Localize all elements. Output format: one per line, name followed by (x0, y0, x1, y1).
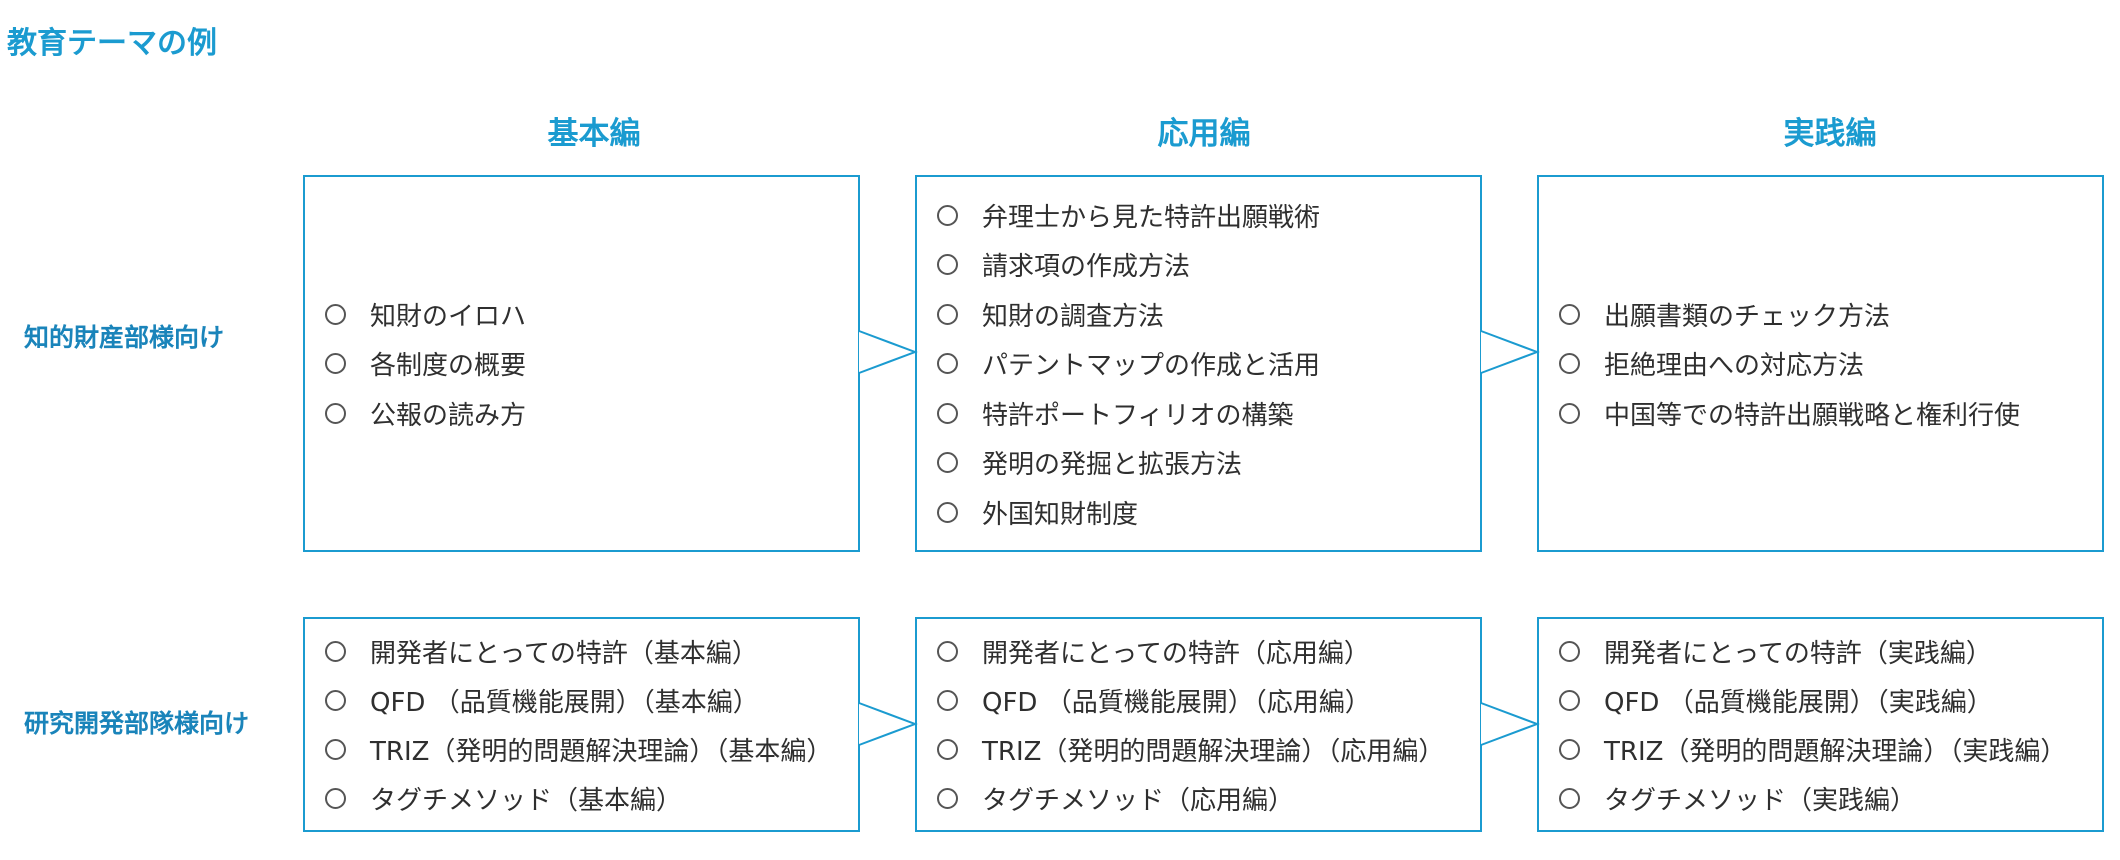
list-item-label: 請求項の作成方法 (982, 252, 1191, 282)
arrow-ip-basic-to-applied (858, 330, 918, 374)
box-rd-applied: 開発者にとっての特許（応用編） QFD （品質機能展開）（応用編） TRIZ（発明的… (915, 617, 1482, 832)
list-item-label: QFD （品質機能展開）（基本編） (370, 687, 759, 718)
list-item-label: 拒絶理由への対応方法 (1604, 351, 1865, 381)
list-item: 知財のイロハ (325, 289, 858, 339)
list-item: 中国等での特許出願戦略と権利行使 (1559, 388, 2102, 438)
box-rd-basic: 開発者にとっての特許（基本編） QFD （品質機能展開）（基本編） TRIZ（発明的… (303, 617, 860, 832)
column-header-basic: 基本編 (547, 116, 641, 152)
list-item: TRIZ（発明的問題解決理論）（応用編） (937, 725, 1480, 774)
box-ip-applied: 弁理士から見た特許出願戦術請求項の作成方法知財の調査方法パテントマップの作成と活… (915, 175, 1482, 552)
list-item-label: 外国知財制度 (982, 499, 1139, 530)
circle-bullet-icon (937, 738, 958, 760)
circle-bullet-icon (325, 689, 346, 711)
list-item-label: QFD （品質機能展開）（実践編） (1604, 687, 1993, 718)
list-item: 拒絶理由への対応方法 (1559, 339, 2102, 389)
list-item: TRIZ（発明的問題解決理論）（基本編） (325, 725, 858, 774)
arrow-rd-applied-to-practical (1480, 702, 1540, 746)
circle-bullet-icon (937, 303, 958, 325)
circle-bullet-icon (937, 204, 958, 226)
list-item: QFD （品質機能展開）（実践編） (1559, 676, 2102, 725)
diagram-title: 教育テーマの例 (7, 26, 217, 61)
list-item: パテントマップの作成と活用 (937, 339, 1480, 389)
circle-bullet-icon (937, 689, 958, 711)
circle-bullet-icon (937, 787, 958, 809)
list-item: タグチメソッド（応用編） (937, 774, 1480, 823)
list-item-label: タグチメソッド（実践編） (1604, 785, 1917, 816)
list-item-label: 中国等での特許出願戦略と権利行使 (1604, 400, 2021, 431)
list-item-label: 公報の読み方 (370, 400, 527, 431)
row-header-ip-department: 知的財産部様向け (24, 323, 225, 352)
list-item-label: TRIZ（発明的問題解決理論）（実践編） (1604, 736, 2067, 767)
list-item-label: タグチメソッド（基本編） (370, 785, 683, 816)
list-item: QFD （品質機能展開）（応用編） (937, 676, 1480, 725)
circle-bullet-icon (325, 303, 346, 325)
box-ip-practical: 出願書類のチェック方法拒絶理由への対応方法中国等での特許出願戦略と権利行使 (1537, 175, 2104, 552)
arrow-rd-basic-to-applied (858, 702, 918, 746)
list-item-label: QFD （品質機能展開）（応用編） (982, 687, 1371, 718)
list-item: 外国知財制度 (937, 487, 1480, 537)
circle-bullet-icon (1559, 689, 1580, 711)
circle-bullet-icon (937, 402, 958, 424)
list-item-label: 特許ポートフィリオの構築 (982, 400, 1294, 431)
circle-bullet-icon (937, 353, 958, 374)
list-item: 請求項の作成方法 (937, 240, 1480, 290)
box-ip-basic: 知財のイロハ各制度の概要公報の読み方 (303, 175, 860, 552)
list-item: 開発者にとっての特許（基本編） (325, 627, 858, 676)
column-header-practical: 実践編 (1783, 116, 1877, 152)
list-item-label: パテントマップの作成と活用 (982, 351, 1321, 381)
row-header-rd-department: 研究開発部隊様向け (24, 709, 250, 738)
list-item: 公報の読み方 (325, 388, 858, 438)
list-item: QFD （品質機能展開）（基本編） (325, 676, 858, 725)
circle-bullet-icon (325, 353, 346, 374)
list-item-label: 知財の調査方法 (982, 301, 1165, 332)
box-rd-practical: 開発者にとっての特許（実践編） QFD （品質機能展開）（実践編） TRIZ（発明的… (1537, 617, 2104, 832)
arrow-ip-applied-to-practical (1480, 330, 1540, 374)
list-item-label: 開発者にとっての特許（基本編） (370, 638, 758, 669)
list-item: 開発者にとっての特許（実践編） (1559, 627, 2102, 676)
circle-bullet-icon (1559, 738, 1580, 760)
list-item-label: 発明の発掘と拡張方法 (982, 450, 1243, 480)
list-item: TRIZ（発明的問題解決理論）（実践編） (1559, 725, 2102, 774)
circle-bullet-icon (325, 640, 346, 662)
list-item-label: 出願書類のチェック方法 (1604, 301, 1891, 332)
list-item: 出願書類のチェック方法 (1559, 289, 2102, 339)
list-item-label: 知財のイロハ (370, 301, 527, 332)
list-item: タグチメソッド（実践編） (1559, 774, 2102, 823)
circle-bullet-icon (325, 738, 346, 760)
circle-bullet-icon (1559, 353, 1580, 374)
circle-bullet-icon (937, 501, 958, 523)
list-item: 特許ポートフィリオの構築 (937, 388, 1480, 438)
list-item-label: 開発者にとっての特許（応用編） (982, 638, 1370, 669)
circle-bullet-icon (325, 787, 346, 809)
circle-bullet-icon (937, 254, 958, 275)
list-item: 弁理士から見た特許出願戦術 (937, 190, 1480, 240)
circle-bullet-icon (1559, 402, 1580, 424)
list-item: タグチメソッド（基本編） (325, 774, 858, 823)
list-item: 開発者にとっての特許（応用編） (937, 627, 1480, 676)
circle-bullet-icon (1559, 640, 1580, 662)
circle-bullet-icon (325, 402, 346, 424)
list-item: 各制度の概要 (325, 339, 858, 389)
list-item-label: タグチメソッド（応用編） (982, 785, 1295, 816)
column-header-applied: 応用編 (1157, 116, 1251, 152)
circle-bullet-icon (937, 452, 958, 473)
list-item-label: 開発者にとっての特許（実践編） (1604, 638, 1992, 669)
list-item: 発明の発掘と拡張方法 (937, 438, 1480, 488)
circle-bullet-icon (937, 640, 958, 662)
list-item: 知財の調査方法 (937, 289, 1480, 339)
list-item-label: TRIZ（発明的問題解決理論）（応用編） (982, 736, 1445, 767)
circle-bullet-icon (1559, 787, 1580, 809)
circle-bullet-icon (1559, 303, 1580, 325)
list-item-label: TRIZ（発明的問題解決理論）（基本編） (370, 736, 833, 767)
list-item-label: 各制度の概要 (370, 351, 527, 381)
list-item-label: 弁理士から見た特許出願戦術 (982, 202, 1321, 233)
